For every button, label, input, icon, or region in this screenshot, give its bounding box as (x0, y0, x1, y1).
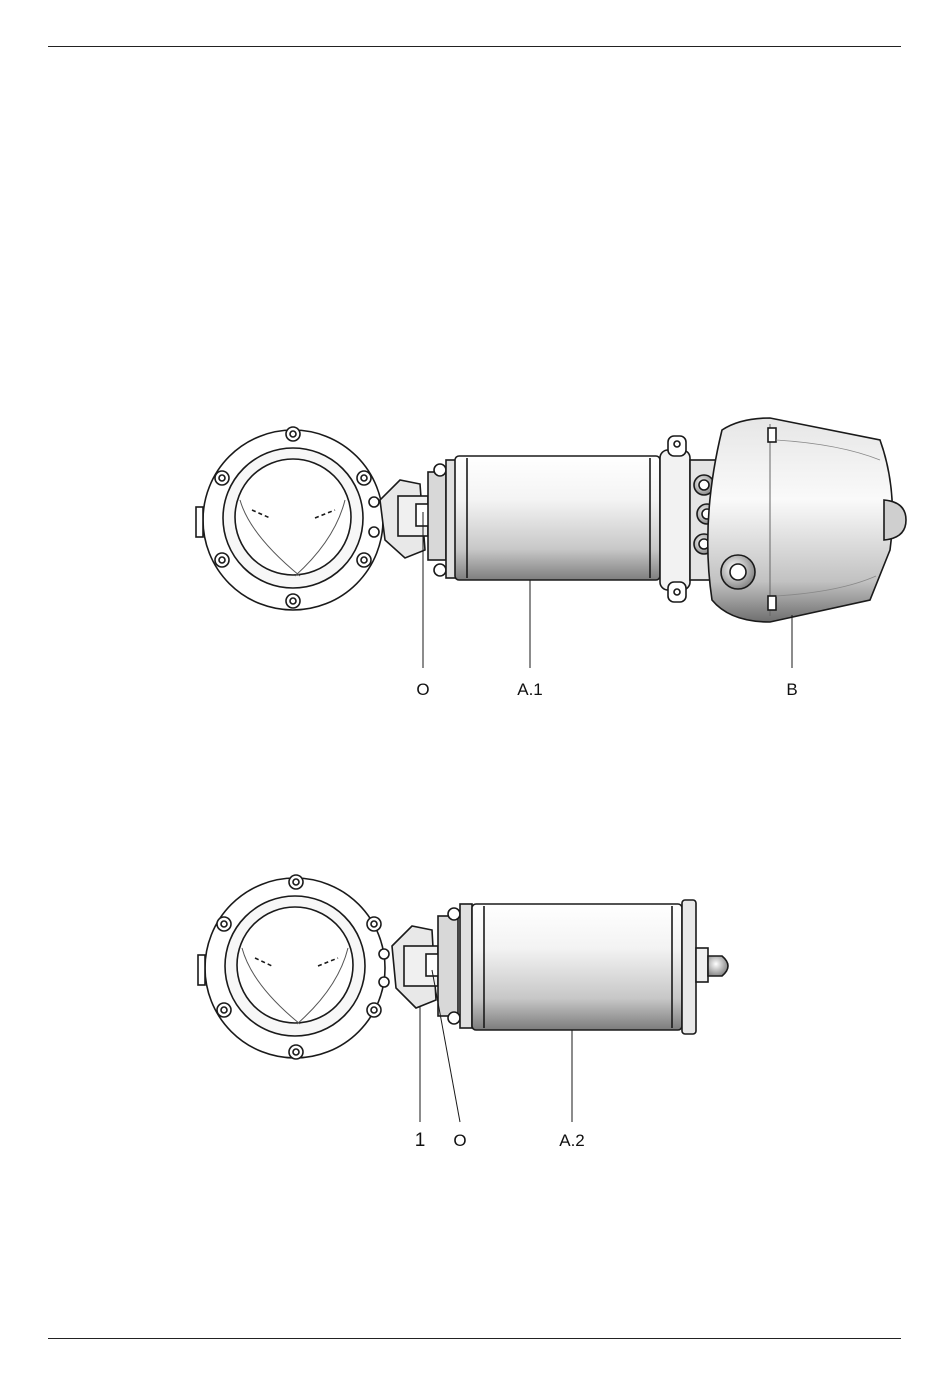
callout-b: B (786, 680, 797, 700)
callout-o: O (416, 680, 429, 700)
footer-rule (48, 1338, 901, 1339)
callout-o-2: O (453, 1131, 466, 1151)
actuator-cylinder-a1 (455, 456, 660, 580)
valve-drawing-2 (0, 860, 950, 1160)
callout-a1: A.1 (517, 680, 543, 700)
figure-valve-with-actuator: 1 O A.2 (0, 860, 950, 1160)
flange-bore (235, 459, 351, 575)
header-rule (48, 46, 901, 47)
actuator-cylinder-a2 (472, 904, 682, 1030)
callout-a2: A.2 (559, 1131, 585, 1151)
valve-drawing-1 (0, 400, 950, 720)
callout-1: 1 (415, 1130, 426, 1152)
control-head-b (708, 418, 893, 622)
figure-valve-with-control-head: O A.1 B (0, 400, 950, 720)
